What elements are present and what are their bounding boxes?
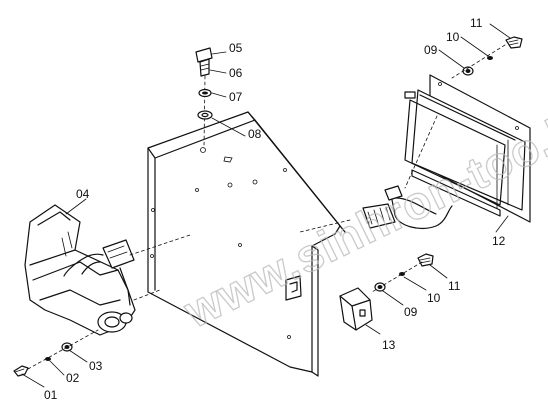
callout-08: 08 [248,127,262,141]
part-11-screw-bottom [417,253,434,267]
callout-12: 12 [492,234,506,248]
callout-11-top: 11 [470,16,483,30]
callout-10-bottom: 10 [427,291,441,305]
part-11-screw-top [451,36,523,79]
part-12-connector-harness [299,115,453,233]
part-06-washer [198,88,212,98]
callout-09-top: 09 [424,43,438,57]
part-12-control-box [404,74,531,223]
callout-10-top: 10 [446,30,460,44]
part-04-actuator-assembly [24,204,191,336]
callout-01: 01 [44,388,58,402]
callout-06: 06 [229,66,243,80]
callout-02: 02 [66,371,80,385]
callout-04: 04 [76,187,90,201]
part-10-washer-top [487,56,493,60]
callout-07: 07 [229,90,243,104]
part-08-bracket-plate [147,111,346,377]
callout-09-bottom: 09 [404,305,418,319]
leader-lines [21,23,511,388]
part-07-washer [197,110,213,120]
part-13-connector-block [339,287,373,331]
callout-03: 03 [89,359,103,373]
callout-05: 05 [229,41,243,55]
part-02-washer [45,357,51,361]
callout-13: 13 [382,338,396,352]
callout-11-bottom: 11 [448,279,461,293]
part-01-screw [13,365,29,377]
